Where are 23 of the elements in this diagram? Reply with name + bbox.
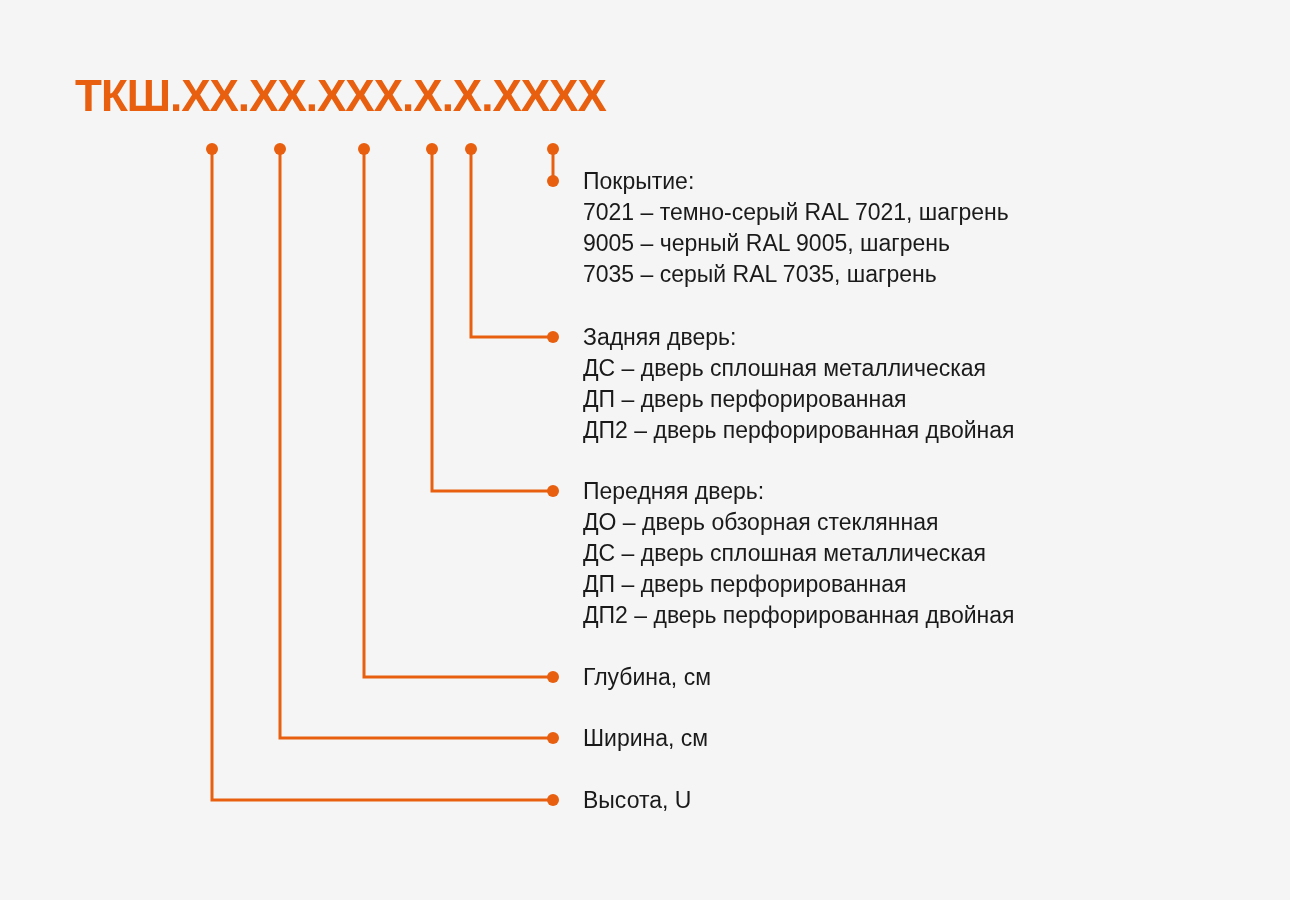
option-text: ДП – дверь перфорированная (583, 569, 907, 599)
leader-line (426, 143, 559, 497)
leader-line (274, 143, 559, 744)
leader-line (206, 143, 559, 806)
option-text: 7021 – темно-серый RAL 7021, шагрень (583, 197, 1009, 227)
description-text: Высота, U (583, 785, 692, 815)
description-text: Задняя дверь: (583, 322, 737, 352)
description-text: Глубина, см (583, 662, 711, 692)
option-text: ДП2 – дверь перфорированная двойная (583, 415, 1015, 445)
leader-line (547, 143, 559, 187)
description-text: Покрытие: (583, 166, 695, 196)
code-text: ТКШ.XX.XX.XXX.X.X.XXXX (75, 70, 606, 122)
option-text: ДП – дверь перфорированная (583, 384, 907, 414)
option-text: 7035 – серый RAL 7035, шагрень (583, 259, 937, 289)
option-text: ДО – дверь обзорная стеклянная (583, 507, 939, 537)
option-text: ДС – дверь сплошная металлическая (583, 353, 986, 383)
option-text: ДП2 – дверь перфорированная двойная (583, 600, 1015, 630)
option-text: 9005 – черный RAL 9005, шагрень (583, 228, 950, 258)
description-text: Передняя дверь: (583, 476, 765, 506)
description-text: Ширина, см (583, 723, 709, 753)
leader-line (465, 143, 559, 343)
option-text: ДС – дверь сплошная металлическая (583, 538, 986, 568)
leader-line (358, 143, 559, 683)
